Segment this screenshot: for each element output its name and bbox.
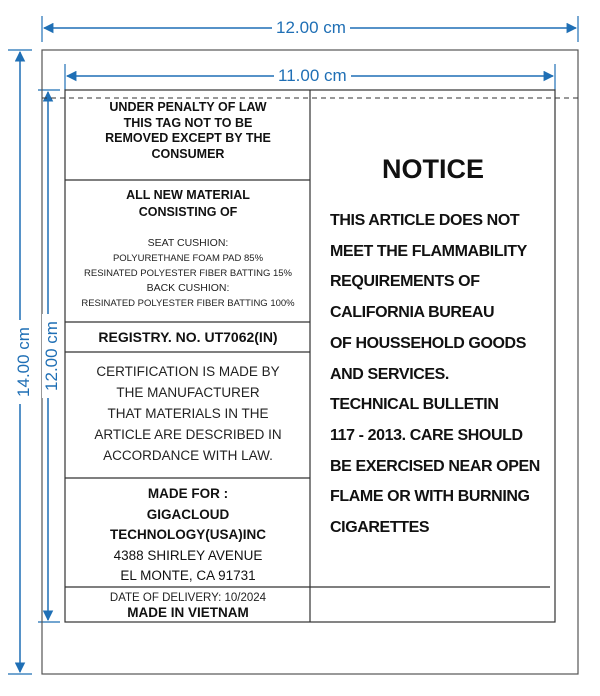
penalty-line: REMOVED EXCEPT BY THE bbox=[105, 131, 271, 145]
outer-height-label: 14.00 cm bbox=[14, 320, 34, 404]
notice-line: CALIFORNIA BUREAU bbox=[330, 304, 495, 322]
notice-title: NOTICE bbox=[381, 154, 484, 184]
certification-line: ACCORDANCE WITH LAW. bbox=[103, 448, 273, 463]
material-line: SEAT CUSHION: bbox=[147, 237, 229, 249]
inner-width-label: 11.00 cm bbox=[274, 66, 351, 86]
notice-line: 117 - 2013. CARE SHOULD bbox=[330, 426, 523, 444]
certification-line: ARTICLE ARE DESCRIBED IN bbox=[94, 427, 282, 442]
made-for-label: MADE FOR : bbox=[147, 486, 229, 501]
material-line: POLYURETHANE FOAM PAD 85% bbox=[112, 253, 264, 264]
material-line: RESINATED POLYESTER FIBER BATTING 100% bbox=[81, 298, 295, 309]
notice-line: AND SERVICES. bbox=[330, 365, 449, 383]
made-for-section: MADE FOR : GIGACLOUD TECHNOLOGY(USA)INC … bbox=[66, 484, 310, 587]
address-line: EL MONTE, CA 91731 bbox=[120, 568, 256, 583]
delivery-date: DATE OF DELIVERY: 10/2024 bbox=[109, 592, 267, 604]
certification-line: THE MANUFACTURER bbox=[116, 385, 260, 400]
address-line: 4388 SHIRLEY AVENUE bbox=[113, 547, 263, 563]
registry-number: REGISTRY. NO. UT7062(IN) bbox=[98, 329, 278, 345]
outer-width-label: 12.00 cm bbox=[272, 18, 350, 38]
penalty-line: THIS TAG NOT TO BE bbox=[123, 115, 253, 130]
notice-line: MEET THE FLAMMABILITY bbox=[330, 242, 527, 260]
certification-line: THAT MATERIALS IN THE bbox=[107, 406, 269, 421]
penalty-line: UNDER PENALTY OF LAW bbox=[109, 100, 267, 114]
materials-list: SEAT CUSHION: POLYURETHANE FOAM PAD 85% … bbox=[66, 236, 310, 311]
notice-line: BE EXERCISED NEAR OPEN bbox=[330, 457, 540, 475]
notice-line: REQUIREMENTS OF bbox=[330, 273, 480, 291]
certification-line: CERTIFICATION IS MADE BY bbox=[96, 364, 280, 379]
notice-line: THIS ARTICLE DOES NOT bbox=[330, 212, 520, 229]
inner-height-label: 12.00 cm bbox=[42, 314, 62, 398]
material-heading-line: ALL NEW MATERIAL bbox=[126, 188, 250, 202]
company-line: TECHNOLOGY(USA)INC bbox=[110, 527, 266, 542]
notice-line: TECHNICAL BULLETIN bbox=[330, 396, 499, 414]
notice-body: THIS ARTICLE DOES NOT MEET THE FLAMMABIL… bbox=[330, 206, 555, 544]
certification-section: CERTIFICATION IS MADE BY THE MANUFACTURE… bbox=[66, 361, 310, 466]
penalty-line: CONSUMER bbox=[151, 146, 225, 161]
material-line: RESINATED POLYESTER FIBER BATTING 15% bbox=[84, 268, 292, 279]
material-line: BACK CUSHION: bbox=[146, 282, 230, 294]
notice-line: OF HOUSSEHOLD GOODS bbox=[330, 334, 526, 352]
notice-line: FLAME OR WITH BURNING bbox=[330, 488, 530, 506]
penalty-section: UNDER PENALTY OF LAW THIS TAG NOT TO BE … bbox=[66, 100, 310, 162]
made-in: MADE IN VIETNAM bbox=[127, 605, 249, 620]
notice-line: CIGARETTES bbox=[330, 519, 430, 537]
material-heading: ALL NEW MATERIAL CONSISTING OF bbox=[66, 187, 310, 221]
material-heading-line: CONSISTING OF bbox=[138, 205, 238, 219]
company-line: GIGACLOUD bbox=[146, 506, 230, 522]
